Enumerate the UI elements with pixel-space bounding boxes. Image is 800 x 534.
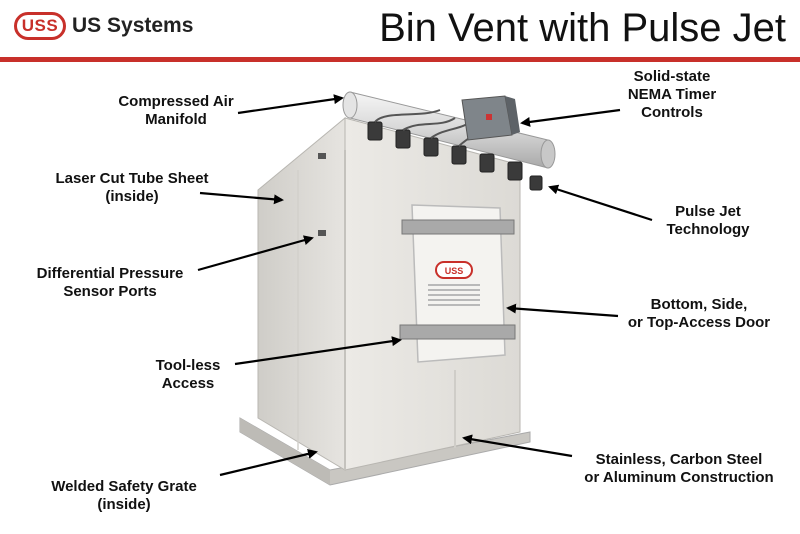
callout-pulse-jet: Pulse Jet Technology [666, 203, 750, 238]
callout-safety-grate: Welded Safety Grate (inside) [51, 478, 197, 513]
callout-arrows [197, 94, 653, 477]
timer-box-icon [461, 95, 520, 141]
logo-text: US Systems [72, 14, 194, 37]
arrow-icon [199, 191, 284, 205]
logo[interactable]: USS US Systems [14, 12, 193, 40]
housing-side-panel [257, 116, 346, 471]
header: USS US Systems Bin Vent with Pulse Jet [0, 0, 800, 58]
arrow-icon [234, 336, 402, 366]
callout-pressure-ports: Differential Pressure Sensor Ports [36, 265, 184, 300]
door-logo-badge [435, 261, 473, 279]
arrow-icon [520, 108, 621, 127]
sensor-port-icon [318, 153, 326, 236]
page-title: Bin Vent with Pulse Jet [379, 6, 786, 50]
base-flange [239, 417, 531, 486]
arrow-icon [548, 184, 653, 222]
arrow-icon [237, 94, 344, 115]
callout-compressed-air-manifold: Compressed Air Manifold [118, 93, 234, 128]
callout-access-door: Bottom, Side, or Top-Access Door [627, 296, 771, 331]
arrow-icon [462, 434, 573, 458]
callout-tube-sheet: Laser Cut Tube Sheet (inside) [55, 170, 209, 205]
access-door: USS [399, 204, 516, 363]
callout-timer-controls: Solid-state NEMA Timer Controls [627, 68, 717, 121]
door-logo-text: USS [445, 266, 464, 276]
uss-logo-badge: USS [14, 12, 66, 40]
door-nameplate-text [428, 284, 480, 306]
callout-toolless-access: Tool-less Access [155, 357, 221, 392]
arrow-icon [219, 449, 318, 477]
arrow-icon [506, 303, 619, 318]
callout-construction: Stainless, Carbon Steel or Aluminum Cons… [584, 451, 774, 486]
arrow-icon [197, 235, 314, 272]
header-divider [0, 57, 800, 62]
